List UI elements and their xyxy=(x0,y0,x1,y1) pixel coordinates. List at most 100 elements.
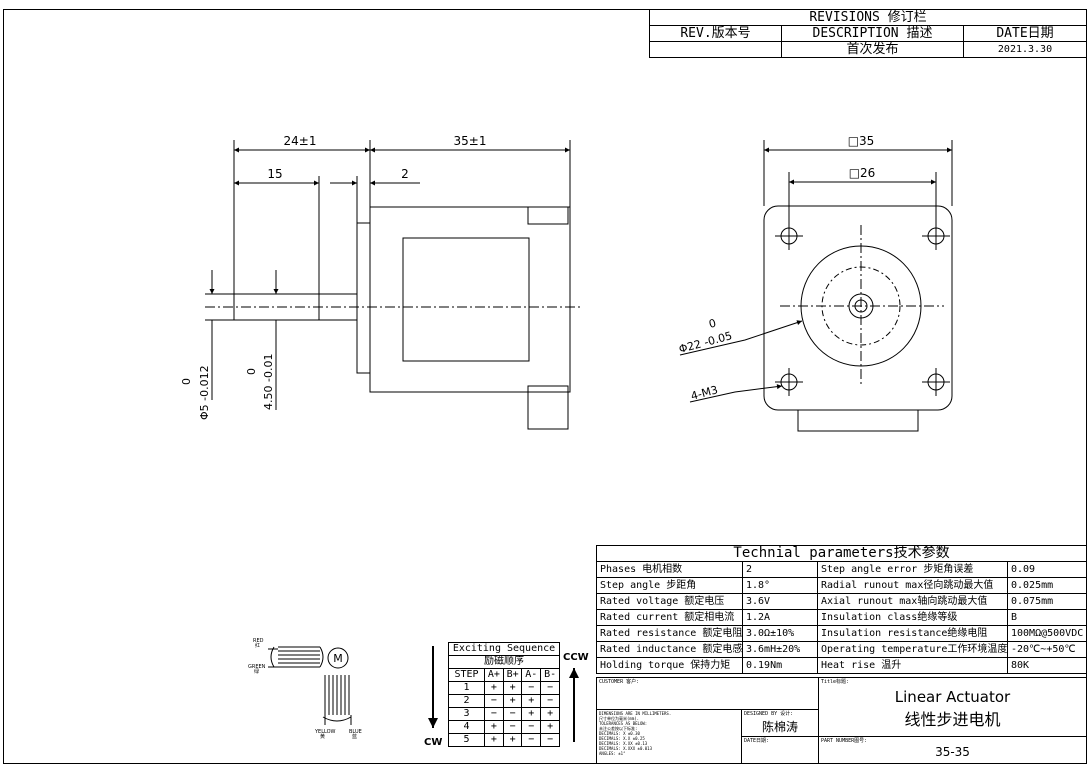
param-value: 0.025mm xyxy=(1007,577,1087,594)
designed-cell: DESIGNED BY 设计: 陈棉涛 xyxy=(742,710,819,737)
wire-yellow-label: YELLOW xyxy=(314,729,336,735)
wire-green-label: GREEN xyxy=(248,664,266,670)
sequence-cell: − xyxy=(521,733,542,747)
sequence-cell: + xyxy=(502,681,523,695)
sequence-header: A+ xyxy=(484,668,504,682)
part-number-label: PART NUMBER图号: xyxy=(821,738,868,744)
connector-tab xyxy=(797,407,919,432)
rev-header: REV.版本号 xyxy=(649,25,782,42)
sequence-title-cn: 励磁顺序 xyxy=(448,655,560,669)
param-name: Step angle 步距角 xyxy=(596,577,743,594)
dim-front-square: □35 xyxy=(848,134,875,148)
flange-bottom xyxy=(527,385,569,430)
param-value: 80K xyxy=(1007,657,1087,674)
front-square xyxy=(763,205,953,411)
cw-label: CW xyxy=(424,737,442,748)
param-value: 3.6mH±20% xyxy=(742,641,818,658)
front-boss xyxy=(356,222,371,374)
sequence-cell: + xyxy=(540,707,560,721)
sequence-header: STEP xyxy=(447,668,486,682)
param-value: 1.2A xyxy=(742,609,818,626)
dim-shaft-dia: Φ5 -0.012 xyxy=(198,365,211,420)
param-value: 1.8° xyxy=(742,577,818,594)
sequence-cell: + xyxy=(540,720,560,734)
wiring-diagram xyxy=(268,646,352,725)
param-name: Insulation resistance绝缘电阻 xyxy=(817,625,1008,642)
table-row: 3−−++ xyxy=(447,707,560,721)
dim-boss: Φ22 -0.05 xyxy=(677,329,733,356)
param-name: Rated voltage 额定电压 xyxy=(596,593,743,610)
wire-yellow-cn: 黄 xyxy=(320,733,325,740)
date-label: DATE日期: xyxy=(744,738,770,744)
dim-boss-top: 0 xyxy=(707,317,717,331)
sequence-cell: + xyxy=(484,733,504,747)
dim-note: TOLERANCES AS BELOW: xyxy=(599,721,648,726)
part-number: 35-35 xyxy=(935,745,970,759)
dim-note: ANGLES: ±1° xyxy=(599,751,626,756)
motor-body-outline xyxy=(369,206,571,393)
sequence-cell: + xyxy=(484,681,504,695)
dim-flat: 4.50 -0.01 xyxy=(262,354,275,410)
sequence-header: B- xyxy=(540,668,560,682)
param-value: 2 xyxy=(742,561,818,578)
param-name: Rated resistance 额定电阻 xyxy=(596,625,743,642)
sequence-title: Exciting Sequence xyxy=(448,642,560,656)
dim-note: DECIMALS: X.XX ±0.13 xyxy=(599,741,648,746)
sequence-cell: 2 xyxy=(447,694,486,708)
wire-blue-cn: 蓝 xyxy=(352,733,357,740)
dim-note: DECIMALS: X.XXX ±0.013 xyxy=(599,746,652,751)
exciting-sequence-table: Exciting Sequence 励磁顺序 STEP A+ B+ A- B- … xyxy=(447,642,560,747)
sequence-cell: 3 xyxy=(447,707,486,721)
sequence-header: B+ xyxy=(502,668,523,682)
param-value: 100MΩ@500VDC xyxy=(1007,625,1087,642)
sequence-cell: − xyxy=(484,707,504,721)
title-block: CUSTOMER 客户: DIMENSIONS ARE IN MILLIMETE… xyxy=(596,677,1087,764)
param-name: Step angle error 步矩角误差 xyxy=(817,561,1008,578)
sequence-cell: + xyxy=(502,733,523,747)
ccw-label: CCW xyxy=(563,652,589,663)
param-name: Phases 电机相数 xyxy=(596,561,743,578)
param-name: Heat rise 温升 xyxy=(817,657,1008,674)
sequence-cell: − xyxy=(521,681,542,695)
title-cn: 线性步进电机 xyxy=(904,710,1001,729)
sequence-cell: + xyxy=(521,694,542,708)
sequence-cell: + xyxy=(521,707,542,721)
title-label: Title标题: xyxy=(821,679,850,685)
param-value: 0.09 xyxy=(1007,561,1087,578)
side-view xyxy=(205,140,582,430)
dimension-notes: DIMENSIONS ARE IN MILLIMETERS. 尺寸单位为毫米(m… xyxy=(597,710,742,763)
sequence-cell: + xyxy=(484,720,504,734)
param-name: Radial runout max径向跳动最大值 xyxy=(817,577,1008,594)
param-value: 0.19Nm xyxy=(742,657,818,674)
customer-label: CUSTOMER 客户: xyxy=(599,679,640,685)
sequence-header-row: STEP A+ B+ A- B- xyxy=(447,668,560,682)
wire-red-cn: 红 xyxy=(255,642,260,649)
drawing-border xyxy=(3,9,1087,764)
param-value: B xyxy=(1007,609,1087,626)
dim-note: 未注公差按以下标准: xyxy=(599,726,638,731)
motor-body-inner xyxy=(402,237,530,362)
table-row: 4+−−+ xyxy=(447,720,560,734)
param-value: 3.6V xyxy=(742,593,818,610)
dim-flat-top: 0 xyxy=(245,368,258,375)
sequence-cell: − xyxy=(502,720,523,734)
table-row: 5++−− xyxy=(447,733,560,747)
sequence-cell: − xyxy=(502,707,523,721)
sequence-cell: − xyxy=(521,720,542,734)
wire-red-label: RED xyxy=(253,638,264,644)
designed-label: DESIGNED BY 设计: xyxy=(744,711,794,717)
date-value: 2021.3.30 xyxy=(963,41,1087,58)
dim-note: 尺寸单位为毫米(mm). xyxy=(599,716,640,721)
sequence-cell: − xyxy=(540,681,560,695)
dim-front-hole-spacing: □26 xyxy=(849,166,876,180)
sequence-cell: − xyxy=(540,733,560,747)
sequence-cell: − xyxy=(484,694,504,708)
param-value: 0.075mm xyxy=(1007,593,1087,610)
sequence-cell: 1 xyxy=(447,681,486,695)
